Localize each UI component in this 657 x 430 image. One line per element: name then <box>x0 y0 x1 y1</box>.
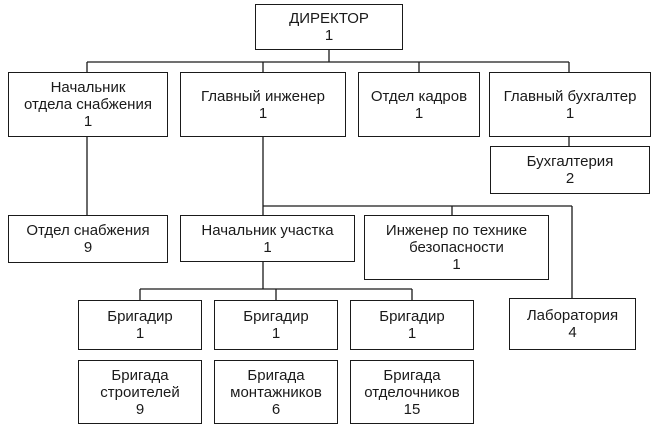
brigade-finishers-label-1: Бригада <box>383 366 441 384</box>
supply-dept-count: 9 <box>83 239 93 256</box>
director-count: 1 <box>324 27 334 44</box>
site-head-count: 1 <box>263 238 272 256</box>
accounting-count: 2 <box>565 170 575 187</box>
brigade-builders-label-2: строителей <box>100 383 180 401</box>
accounting-label: Бухгалтерия <box>526 153 614 170</box>
foreman-2-label: Бригадир <box>243 308 309 325</box>
brigade-installers-count: 6 <box>271 400 281 418</box>
chief-engineer-count: 1 <box>258 104 268 122</box>
supply-dept-label: Отдел снабжения <box>26 222 150 239</box>
supply-head-label-1: Начальник <box>50 79 126 96</box>
safety-engineer-count: 1 <box>452 256 461 273</box>
safety-engineer-label-2: безопасности <box>409 239 504 256</box>
laboratory-count: 4 <box>568 324 577 341</box>
brigade-finishers-label-2: отделочников <box>364 383 460 401</box>
brigade-installers-label-2: монтажников <box>230 383 322 401</box>
chief-engineer-label: Главный инженер <box>201 87 325 105</box>
site-head-label: Начальник участка <box>201 221 334 239</box>
safety-engineer-label-1: Инженер по технике <box>385 222 528 239</box>
foreman-3-count: 1 <box>407 325 417 342</box>
brigade-builders-count: 9 <box>135 400 145 418</box>
connectors-group <box>86 50 573 300</box>
brigade-installers-label-1: Бригада <box>247 366 305 384</box>
supply-head-label-2: отдела снабжения <box>24 96 152 113</box>
foreman-1-label: Бригадир <box>107 308 173 325</box>
hr-count: 1 <box>414 104 424 122</box>
director-label: ДИРЕКТОР <box>289 10 369 27</box>
supply-head-count: 1 <box>83 113 93 130</box>
brigade-finishers-count: 15 <box>403 400 421 418</box>
foreman-1-count: 1 <box>135 325 145 342</box>
laboratory-label: Лаборатория <box>526 307 619 324</box>
chief-accountant-label: Главный бухгалтер <box>503 87 637 105</box>
brigade-builders-label-1: Бригада <box>111 366 169 384</box>
chief-accountant-count: 1 <box>565 104 575 122</box>
foreman-3-label: Бригадир <box>379 308 445 325</box>
foreman-2-count: 1 <box>271 325 281 342</box>
hr-label: Отдел кадров <box>370 87 468 105</box>
